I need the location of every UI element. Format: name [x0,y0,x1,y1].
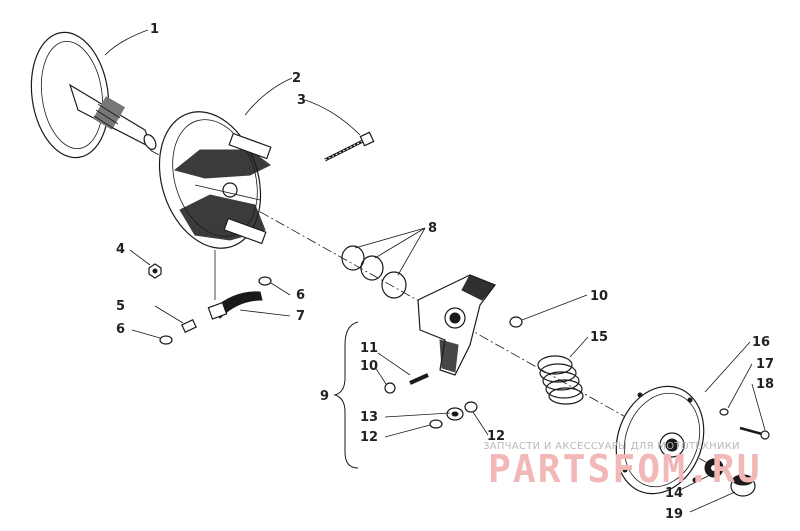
leader-lines [104,29,766,513]
callout-13: 13 [360,410,378,425]
part-4-nut [148,263,162,279]
part-13-roller [446,407,464,421]
callout-3: 3 [297,93,306,108]
group-9-bracket [333,321,359,469]
callout-10-lower: 10 [360,359,378,374]
part-5-pin [181,319,197,333]
callout-10-upper: 10 [590,289,608,304]
callout-18: 18 [756,377,774,392]
part-6-washer-upper [258,276,272,286]
part-12-washer-right [464,401,478,413]
part-18-screw [739,426,770,440]
callout-2: 2 [292,71,301,86]
part-11-pin [409,373,429,385]
part-7-shoe [207,291,263,320]
callout-17: 17 [756,357,774,372]
part-9-spider-assembly [417,274,496,376]
callout-14: 14 [665,486,683,501]
callout-19: 19 [665,507,683,522]
part-1-fixed-sheave [30,31,157,159]
callout-16: 16 [752,335,770,350]
watermark-logo: PARTSFOM.RU [488,447,762,491]
callout-5: 5 [116,299,125,314]
callout-15: 15 [590,330,608,345]
callout-12-right: 12 [487,429,505,444]
callout-7: 7 [296,309,305,324]
part-16-cover [615,385,705,495]
part-2-movable-sheave [158,111,272,249]
part-14-washer [704,458,724,478]
part-10-bushing-upper [509,316,523,328]
part-10-bushing-lower [384,382,396,394]
part-17-lockwasher [719,408,729,416]
callout-12-left: 12 [360,430,378,445]
callout-6-upper: 6 [296,288,305,303]
callout-9: 9 [320,389,329,404]
part-15-spring [537,355,584,405]
part-19-cap [730,474,756,497]
callout-6-lower: 6 [116,322,125,337]
part-8-shims [341,245,407,299]
part-3-bolt [324,131,375,162]
part-6-washer-lower [159,335,173,345]
callout-1: 1 [150,22,159,37]
watermark-tagline: ЗАПЧАСТИ И АКСЕССУАРЫ ДЛЯ МОТОТЕХНИКИ [483,441,740,452]
callout-11: 11 [360,341,378,356]
callout-8: 8 [428,221,437,236]
callout-4: 4 [116,242,125,257]
part-12-washer-left [429,419,443,429]
